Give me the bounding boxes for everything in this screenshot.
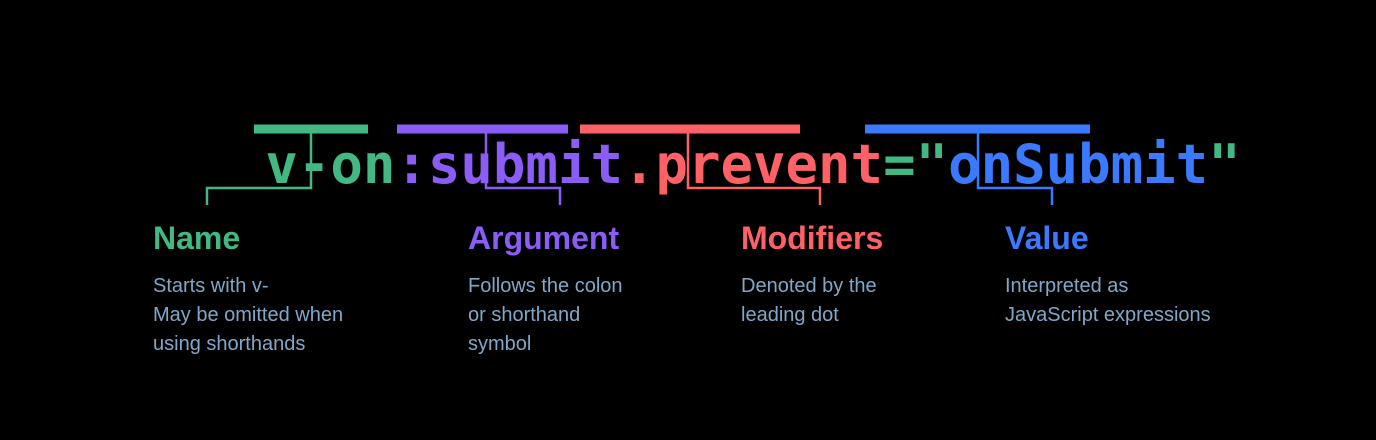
part-description-name: Starts with v- May be omitted when using… bbox=[153, 275, 344, 355]
part-block-value: Value Interpreted as JavaScript expressi… bbox=[1005, 218, 1335, 330]
part-description-argument: Follows the colon or shorthand symbol bbox=[468, 275, 623, 355]
code-segment-value: onSubmit bbox=[948, 133, 1209, 196]
part-block-argument: Argument Follows the colon or shorthand … bbox=[468, 218, 718, 359]
part-title-modifiers: Modifiers bbox=[741, 220, 884, 256]
code-segment-argument: :submit bbox=[395, 133, 623, 196]
part-description-modifiers: Denoted by the leading dot bbox=[741, 275, 877, 326]
part-title-argument: Argument bbox=[468, 220, 620, 256]
code-segment-assign: =" bbox=[883, 133, 949, 196]
part-block-name: Name Starts with v- May be omitted when … bbox=[153, 218, 453, 359]
part-description-value: Interpreted as JavaScript expressions bbox=[1005, 275, 1211, 326]
part-block-modifiers: Modifiers Denoted by the leading dot bbox=[741, 218, 986, 330]
code-segment-modifiers: .prevent bbox=[622, 133, 884, 196]
code-segment-close-quote: " bbox=[1208, 133, 1241, 196]
part-title-value: Value bbox=[1005, 220, 1089, 256]
part-title-name: Name bbox=[153, 220, 241, 256]
code-segment-name: v-on bbox=[265, 133, 396, 196]
